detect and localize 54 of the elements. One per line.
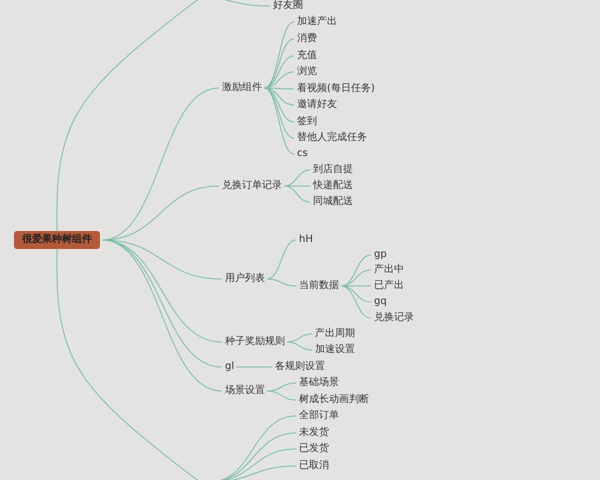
branch-line xyxy=(340,286,372,302)
topic-label: 加速设置 xyxy=(315,344,355,356)
topic-label: 充值 xyxy=(297,50,317,62)
topic-label: 替他人完成任务 xyxy=(297,132,367,144)
topic-label: 浏览 xyxy=(297,66,317,78)
topic-label: 好友圈 xyxy=(273,0,303,12)
branch-line xyxy=(284,186,310,202)
topic-label: 基础场景 xyxy=(299,377,339,389)
branch-line xyxy=(286,342,312,350)
topic-label: 未发货 xyxy=(299,427,329,439)
topic-label: 签到 xyxy=(297,116,317,128)
topic-label: gq xyxy=(374,296,387,308)
topic-label: 加速产出 xyxy=(297,16,337,28)
topic-label: 已产出 xyxy=(374,280,404,292)
branch-line xyxy=(266,240,296,280)
branch-line xyxy=(340,254,372,286)
branch-line xyxy=(266,390,296,400)
branch-line xyxy=(264,88,294,138)
topic-label: 产出中 xyxy=(374,264,404,276)
branch-line xyxy=(264,38,294,88)
topic-label: hH xyxy=(299,234,313,246)
branch-line xyxy=(264,88,294,154)
branch-line xyxy=(236,366,272,368)
topic-label: 用户列表 xyxy=(225,273,265,285)
topic-label: cs xyxy=(297,148,308,160)
branch-line xyxy=(264,56,294,88)
topic-label: 全部订单 xyxy=(299,410,339,422)
topic-label: 已取消 xyxy=(299,460,329,472)
topic-label: 看视频(每日任务) xyxy=(297,83,375,95)
topic-label: 种子奖励规则 xyxy=(225,336,285,348)
topic-label: 兑换订单记录 xyxy=(222,180,282,192)
topic-label: gl xyxy=(225,361,234,373)
topic-label: 当前数据 xyxy=(299,280,339,292)
branch-line xyxy=(284,170,310,186)
topic-label: 场景设置 xyxy=(225,385,265,397)
topic-label: 同城配送 xyxy=(313,196,353,208)
branch-line xyxy=(340,286,372,318)
topic-label: 快递配送 xyxy=(313,180,353,192)
branch-line xyxy=(264,88,294,122)
branch-line xyxy=(56,0,200,232)
branch-line xyxy=(266,278,296,286)
topic-label: 消费 xyxy=(297,33,317,45)
topic-label: 各规则设置 xyxy=(275,361,325,373)
topic-label: gp xyxy=(374,249,387,261)
topic-label: 激励组件 xyxy=(222,82,262,94)
topic-label: 树成长动画判断 xyxy=(299,394,369,406)
branch-line xyxy=(102,240,222,392)
topic-label: 到店自提 xyxy=(313,164,353,176)
root-topic: 很爱果种树组件 xyxy=(14,231,100,249)
branch-line xyxy=(56,248,200,480)
topic-label: 产出周期 xyxy=(315,328,355,340)
topic-label: 已发货 xyxy=(299,443,329,455)
topic-label: 邀请好友 xyxy=(297,99,337,111)
topic-label: 兑换记录 xyxy=(374,312,414,324)
